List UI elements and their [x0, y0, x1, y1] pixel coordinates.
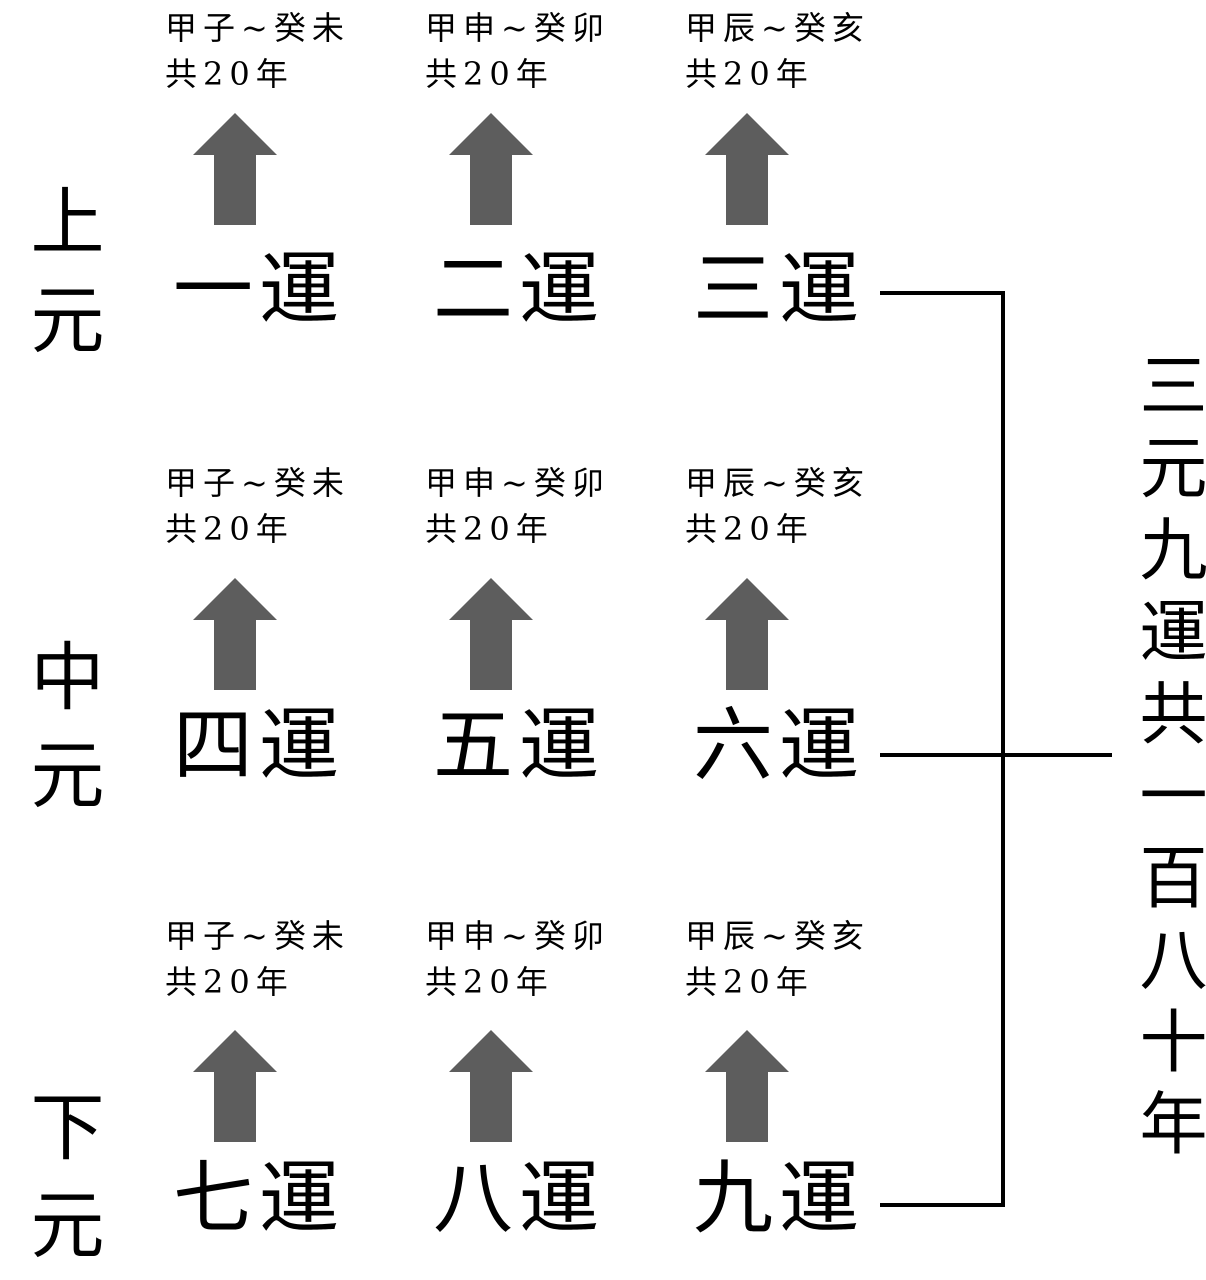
duration-label: 共20年: [685, 55, 814, 93]
era-label-lower-cycle: 下元: [18, 1088, 104, 1280]
up-arrow-icon: [705, 1030, 789, 1142]
period-header: 甲子~癸未 共20年: [165, 913, 350, 1005]
duration-label: 共20年: [165, 963, 294, 1001]
period-name: 八運: [433, 1152, 605, 1245]
duration-label: 共20年: [425, 55, 554, 93]
stems-range-label: 甲申~癸卯: [425, 9, 610, 47]
duration-label: 共20年: [685, 963, 814, 1001]
period-header: 甲子~癸未 共20年: [165, 460, 350, 552]
era-label-upper-cycle: 上元: [18, 183, 104, 379]
period-block-9: 甲辰~癸亥 共20年 九運: [685, 902, 920, 1280]
stems-range-label: 甲辰~癸亥: [685, 917, 870, 955]
stems-range-label: 甲子~癸未: [165, 917, 350, 955]
stems-range-label: 甲辰~癸亥: [685, 464, 870, 502]
stems-range-label: 甲辰~癸亥: [685, 9, 870, 47]
duration-label: 共20年: [685, 510, 814, 548]
period-name: 五運: [433, 699, 605, 792]
up-arrow-icon: [193, 113, 277, 225]
stems-range-label: 甲申~癸卯: [425, 464, 610, 502]
stems-range-label: 甲子~癸未: [165, 464, 350, 502]
period-name: 一運: [173, 243, 345, 336]
up-arrow-icon: [449, 113, 533, 225]
period-header: 甲申~癸卯 共20年: [425, 460, 610, 552]
period-name: 六運: [693, 699, 865, 792]
up-arrow-icon: [449, 1030, 533, 1142]
duration-label: 共20年: [425, 963, 554, 1001]
period-block-5: 甲申~癸卯 共20年 五運: [425, 452, 660, 842]
stems-range-label: 甲子~癸未: [165, 9, 350, 47]
period-block-2: 甲申~癸卯 共20年 二運: [425, 0, 660, 390]
duration-label: 共20年: [425, 510, 554, 548]
duration-label: 共20年: [165, 55, 294, 93]
up-arrow-icon: [193, 1030, 277, 1142]
period-header: 甲申~癸卯 共20年: [425, 913, 610, 1005]
period-name: 九運: [693, 1152, 865, 1245]
period-header: 甲子~癸未 共20年: [165, 5, 350, 97]
stems-range-label: 甲申~癸卯: [425, 917, 610, 955]
up-arrow-icon: [705, 578, 789, 690]
era-label-middle-cycle: 中元: [18, 638, 104, 834]
period-block-8: 甲申~癸卯 共20年 八運: [425, 902, 660, 1280]
period-header: 甲辰~癸亥 共20年: [685, 913, 870, 1005]
period-name: 二運: [433, 243, 605, 336]
period-block-7: 甲子~癸未 共20年 七運: [165, 902, 400, 1280]
period-block-3: 甲辰~癸亥 共20年 三運: [685, 0, 920, 390]
up-arrow-icon: [705, 113, 789, 225]
period-block-6: 甲辰~癸亥 共20年 六運: [685, 452, 920, 842]
period-block-1: 甲子~癸未 共20年 一運: [165, 0, 400, 390]
up-arrow-icon: [193, 578, 277, 690]
period-header: 甲辰~癸亥 共20年: [685, 5, 870, 97]
period-block-4: 甲子~癸未 共20年 四運: [165, 452, 400, 842]
up-arrow-icon: [449, 578, 533, 690]
period-header: 甲辰~癸亥 共20年: [685, 460, 870, 552]
period-name: 三運: [693, 243, 865, 336]
period-name: 七運: [173, 1152, 345, 1245]
total-duration-label: 三元九運共一百八十年: [1127, 350, 1206, 1170]
duration-label: 共20年: [165, 510, 294, 548]
period-header: 甲申~癸卯 共20年: [425, 5, 610, 97]
period-name: 四運: [173, 699, 345, 792]
